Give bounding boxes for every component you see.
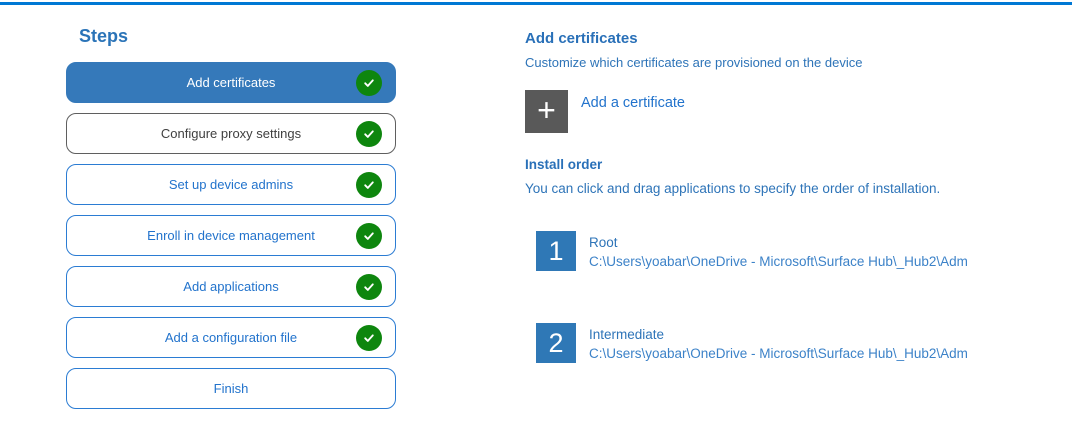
install-order-title: Install order: [525, 157, 603, 172]
step-add-applications[interactable]: Add applications: [66, 266, 396, 307]
plus-icon: +: [525, 90, 568, 133]
certificate-path: C:\Users\yoabar\OneDrive - Microsoft\Sur…: [589, 254, 968, 269]
step-label: Add a configuration file: [164, 330, 298, 345]
step-configure-proxy-settings[interactable]: Configure proxy settings: [66, 113, 396, 154]
check-circle-icon: [356, 171, 382, 198]
step-set-up-device-admins[interactable]: Set up device admins: [66, 164, 396, 205]
check-circle-icon: [356, 120, 382, 147]
order-number: 1: [548, 235, 564, 266]
plus-glyph: +: [537, 92, 556, 128]
step-label: Set up device admins: [168, 177, 294, 192]
order-number: 2: [548, 327, 564, 358]
step-add-a-configuration-file[interactable]: Add a configuration file: [66, 317, 396, 358]
step-label: Enroll in device management: [147, 228, 315, 243]
section-subtitle: Customize which certificates are provisi…: [525, 55, 863, 70]
top-accent-line: [0, 2, 1072, 5]
step-label: Finish: [213, 381, 249, 396]
check-circle-icon: [356, 324, 382, 351]
add-certificate-label: Add a certificate: [581, 95, 685, 111]
step-enroll-in-device-management[interactable]: Enroll in device management: [66, 215, 396, 256]
step-label: Add applications: [183, 279, 279, 294]
certificate-name: Root: [589, 235, 618, 250]
check-circle-icon: [356, 273, 382, 300]
step-finish[interactable]: Finish: [66, 368, 396, 409]
order-number-tile: 2: [536, 323, 576, 363]
add-certificate-button[interactable]: + Add a certificate: [525, 90, 685, 133]
certificate-name: Intermediate: [589, 327, 665, 342]
step-label: Configure proxy settings: [160, 126, 302, 141]
section-title: Add certificates: [525, 30, 638, 47]
steps-list: Add certificates Configure proxy setting…: [66, 62, 396, 409]
certificate-path: C:\Users\yoabar\OneDrive - Microsoft\Sur…: [589, 346, 968, 361]
steps-panel-title: Steps: [79, 26, 129, 46]
order-number-tile: 1: [536, 231, 576, 271]
check-circle-icon: [356, 222, 382, 249]
step-add-certificates[interactable]: Add certificates: [66, 62, 396, 103]
install-item-text: Intermediate C:\Users\yoabar\OneDrive - …: [589, 323, 968, 363]
steps-panel: Steps Add certificates Configure proxy s…: [66, 0, 396, 409]
content-panel: Add certificates Customize which certifi…: [525, 0, 1072, 443]
install-item-root[interactable]: 1 Root C:\Users\yoabar\OneDrive - Micros…: [536, 231, 968, 271]
install-item-text: Root C:\Users\yoabar\OneDrive - Microsof…: [589, 231, 968, 271]
step-label: Add certificates: [186, 75, 276, 90]
check-circle-icon: [356, 69, 382, 96]
install-order-description: You can click and drag applications to s…: [525, 181, 941, 196]
install-item-intermediate[interactable]: 2 Intermediate C:\Users\yoabar\OneDrive …: [536, 323, 968, 363]
